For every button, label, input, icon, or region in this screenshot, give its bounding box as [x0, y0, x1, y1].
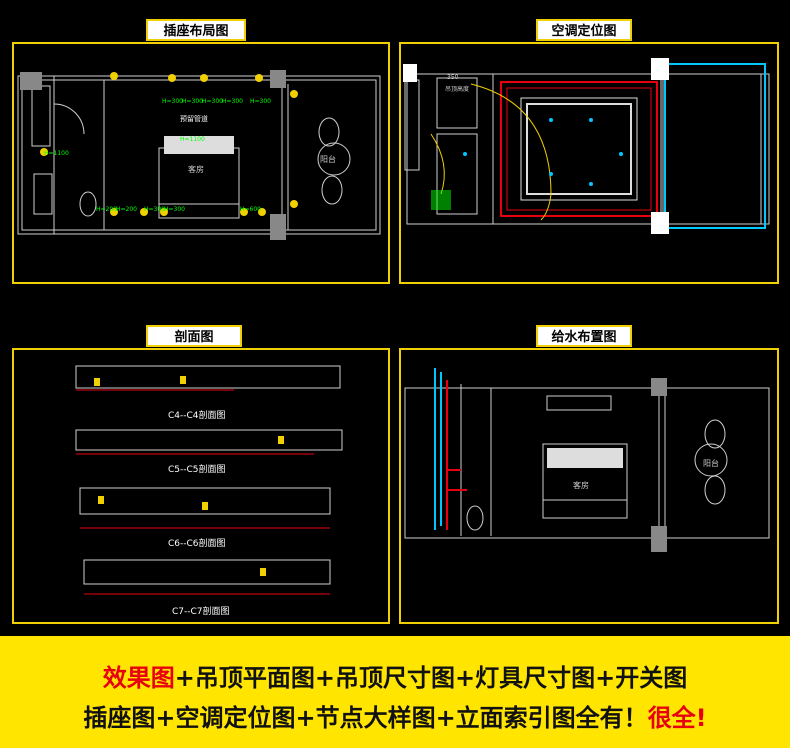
ac-location-panel: 350 吊顶高度 — [399, 42, 779, 284]
label-h300a: H=300 — [162, 98, 183, 105]
label-ceiling-height: 吊顶高度 — [445, 86, 470, 93]
section-caption-c7: C7--C7剖面图 — [172, 607, 230, 617]
feature-banner: 效果图+吊顶平面图+吊顶尺寸图+灯具尺寸图+开关图 插座图+空调定位图+节点大样… — [0, 636, 790, 748]
label-h300g: H=300 — [164, 206, 185, 213]
banner-line-2: 插座图+空调定位图+节点大样图+立面索引图全有！很全! — [0, 698, 790, 733]
label-h300c: H=300 — [202, 98, 223, 105]
banner-line2-main: 插座图+空调定位图+节点大样图+立面索引图全有！ — [83, 704, 648, 732]
section-panel: C4--C4剖面图 C5--C5剖面图 C6--C6剖面图 C7--C7剖面图 — [12, 348, 390, 624]
label-h600: H=600 — [240, 206, 261, 213]
label-reserved-pipe: 预留管道 — [180, 115, 208, 123]
socket-layout-panel: 预留管道 客房 阳台 H=300 H=300 H=300 H=300 H=300… — [12, 42, 390, 284]
label-h1100b: H=1100 — [44, 150, 69, 157]
label-h200a: H=200 — [96, 206, 117, 213]
banner-line2-highlight: 很全! — [647, 704, 707, 732]
label-water-balcony: 阳台 — [703, 459, 719, 468]
label-h200b: H=200 — [116, 206, 137, 213]
socket-layout-drawing — [17, 70, 381, 240]
banner-line1-rest: +吊顶平面图+吊顶尺寸图+灯具尺寸图+开关图 — [174, 664, 688, 692]
label-h300d: H=300 — [222, 98, 243, 105]
ac-location-title: 空调定位图 — [536, 19, 632, 41]
socket-layout-title: 插座布局图 — [146, 19, 246, 41]
section-caption-c6: C6--C6剖面图 — [168, 539, 226, 549]
section-title: 剖面图 — [146, 325, 242, 347]
ac-location-drawing — [403, 58, 770, 234]
banner-line-1: 效果图+吊顶平面图+吊顶尺寸图+灯具尺寸图+开关图 — [0, 658, 790, 693]
banner-line1-highlight: 效果图 — [102, 664, 175, 692]
label-h300f: H=300 — [144, 206, 165, 213]
label-balcony: 阳台 — [320, 155, 336, 164]
label-h1100a: H=1100 — [180, 136, 205, 143]
section-caption-c4: C4--C4剖面图 — [168, 411, 226, 421]
water-supply-drawing — [404, 368, 770, 552]
water-supply-panel: 客房 阳台 — [399, 348, 779, 624]
label-water-room: 客房 — [573, 481, 589, 490]
section-drawing — [75, 365, 343, 595]
section-caption-c5: C5--C5剖面图 — [168, 465, 226, 475]
label-350: 350 — [447, 74, 459, 81]
label-room: 客房 — [188, 165, 204, 174]
label-h300b: H=300 — [182, 98, 203, 105]
water-supply-title: 给水布置图 — [536, 325, 632, 347]
label-h300e: H=300 — [250, 98, 271, 105]
